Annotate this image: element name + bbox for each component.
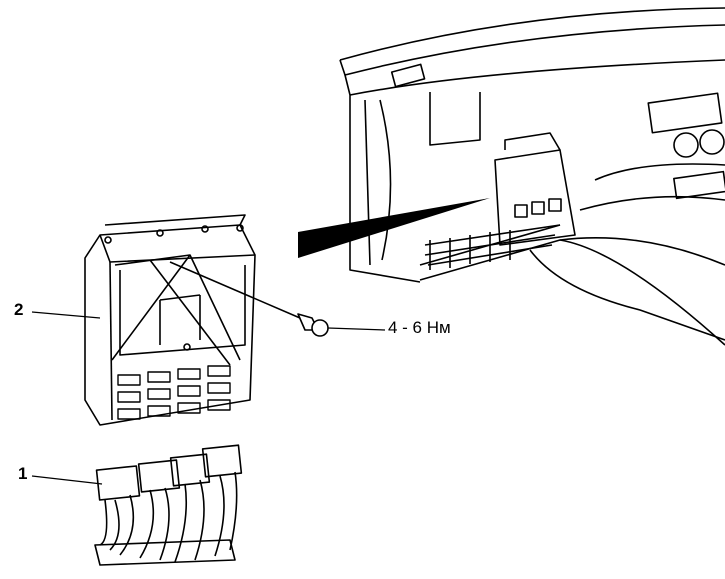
leader-line-2 [31,311,101,319]
dashboard [339,7,725,346]
callout-torque: 4 - 6 Нм [388,318,451,337]
leader-line-torque [327,327,386,331]
callout-connector: 1 [18,464,28,483]
leader-line-1 [31,475,103,485]
bolt [169,261,329,337]
control-unit [84,214,256,426]
callout-control-unit: 2 [14,300,24,319]
location-pointer [298,198,490,258]
wiring-connector [94,444,243,566]
